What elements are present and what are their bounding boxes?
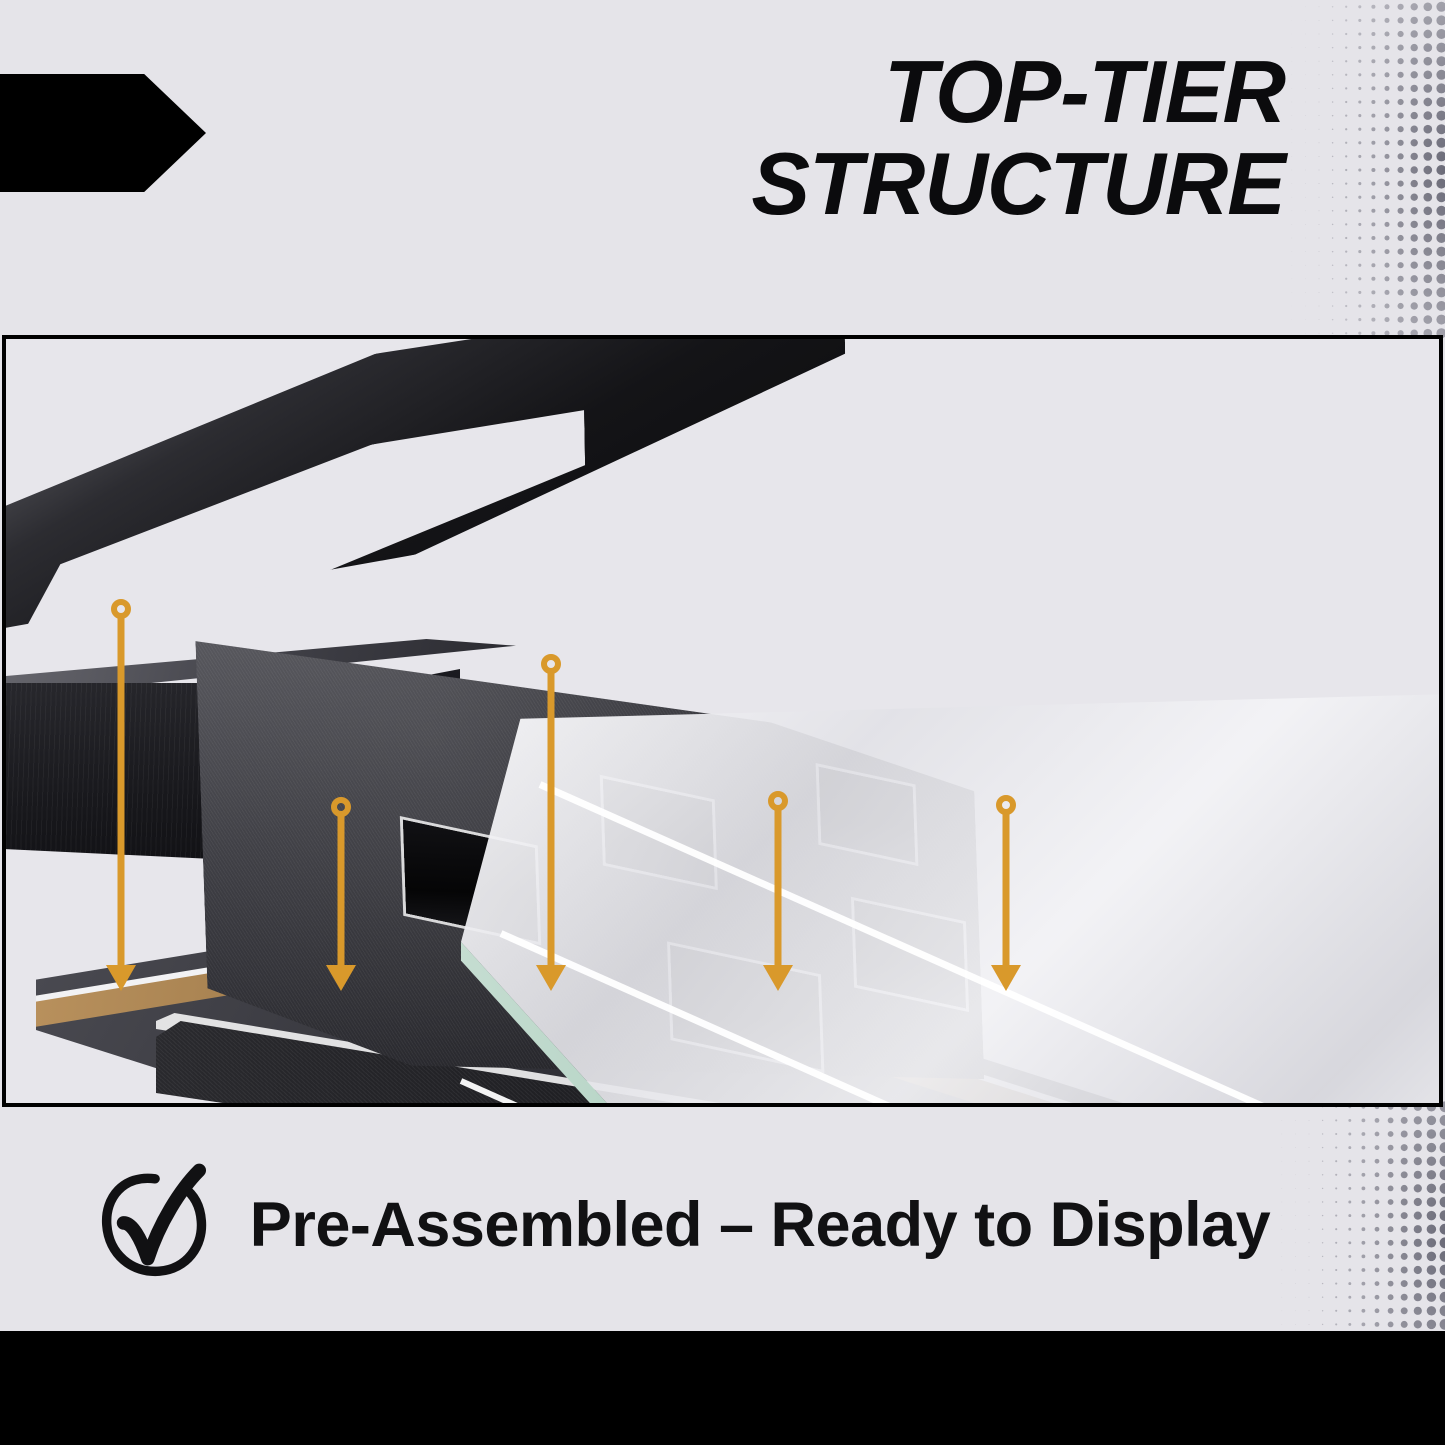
exploded-view-panel: Back Panel MDF Frame Black Mat EVA Foam … — [2, 335, 1443, 1107]
leader-ring — [541, 654, 561, 674]
assembly-status-text: Pre-Assembled – Ready to Display — [249, 1190, 1271, 1260]
leader-stem — [117, 617, 125, 967]
leader-arrowhead — [326, 965, 356, 991]
leader-stem — [1002, 813, 1010, 967]
page-title: TOP-TIER STRUCTURE — [751, 42, 1286, 233]
leader-stem — [547, 672, 555, 967]
callout-leader-mdf-frame — [326, 797, 356, 1002]
leader-stem — [774, 809, 782, 967]
leader-arrowhead — [763, 965, 793, 991]
callout-leader-black-mat — [536, 654, 566, 1002]
callout-leader-eva-foam — [763, 791, 793, 1002]
leader-arrowhead — [991, 965, 1021, 991]
tempered-glass-sheet — [461, 694, 1439, 1103]
layer-tempered-glass — [459, 694, 1439, 1103]
leader-stem — [337, 815, 345, 967]
leader-ring — [768, 791, 788, 811]
leader-arrowhead — [106, 965, 136, 991]
arrow-banner-decoration — [0, 74, 206, 192]
leader-ring — [111, 599, 131, 619]
halftone-dots-top-right — [1285, 0, 1445, 340]
callout-leader-back-panel — [106, 599, 136, 999]
arrow-shape — [0, 74, 206, 192]
callout-leader-tempered-glass — [991, 795, 1021, 1002]
leader-arrowhead — [536, 965, 566, 991]
circle-check-icon — [101, 1163, 206, 1276]
assembly-status-banner: Pre-Assembled – Ready to Display — [0, 1150, 1360, 1300]
leader-ring — [996, 795, 1016, 815]
product-photo — [6, 339, 1439, 1103]
footer-bar — [0, 1331, 1445, 1445]
leader-ring — [331, 797, 351, 817]
